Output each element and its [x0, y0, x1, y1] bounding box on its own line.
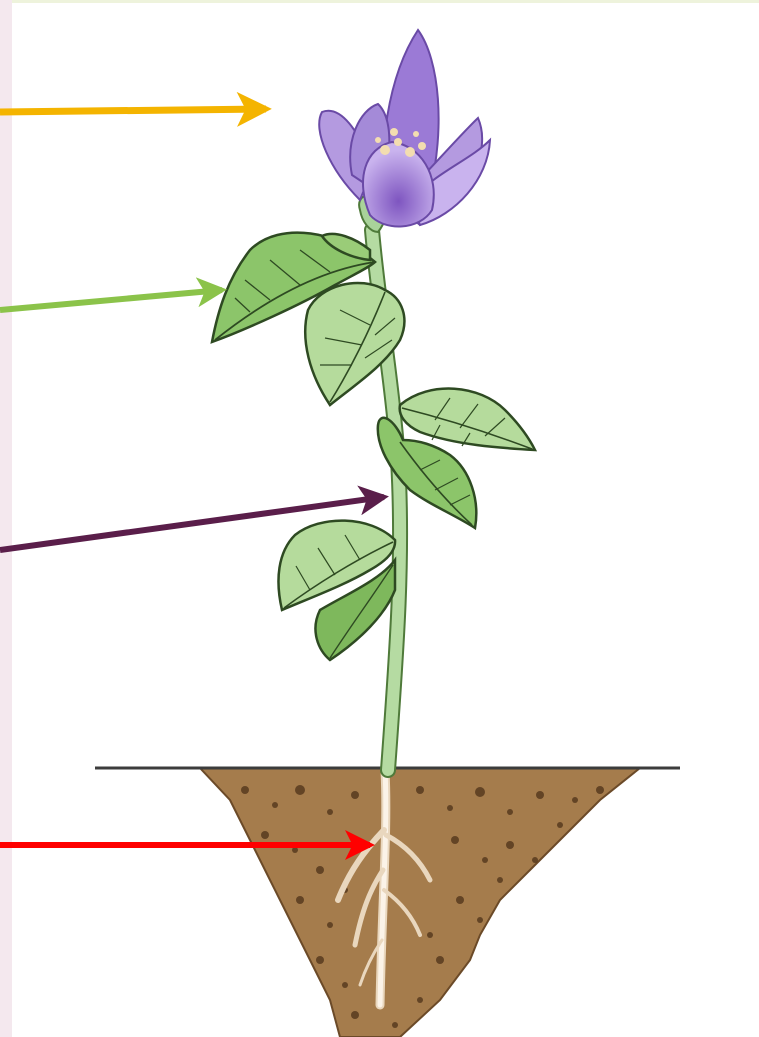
- flower: [319, 30, 490, 232]
- leaves: [212, 233, 535, 660]
- leaf-arrow: [0, 290, 222, 310]
- flower-arrow: [0, 109, 266, 112]
